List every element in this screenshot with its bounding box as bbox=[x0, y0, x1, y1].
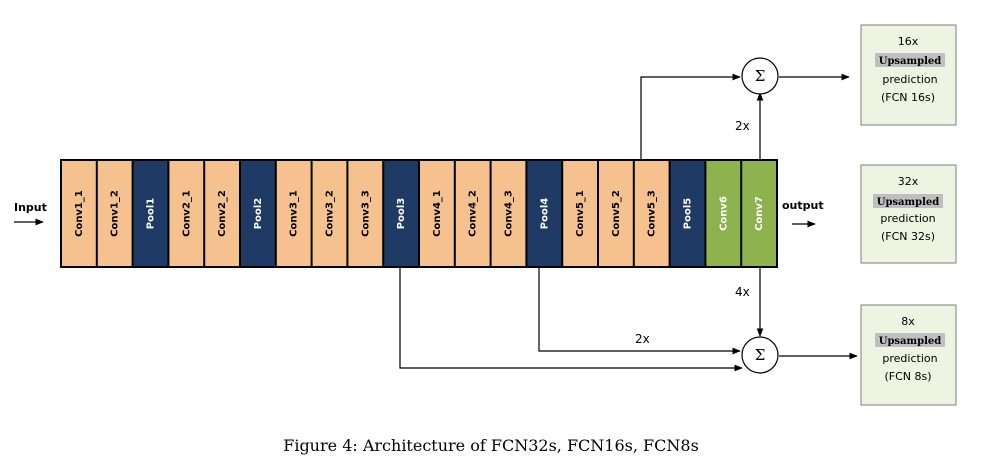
output-box-bg bbox=[860, 24, 957, 126]
fcn16-skip-wire bbox=[640, 73, 741, 160]
layer-label: Conv5_1 bbox=[575, 190, 586, 237]
layer-pool2: Pool2 bbox=[241, 161, 275, 266]
layer-block bbox=[706, 161, 741, 266]
layer-block bbox=[205, 161, 239, 266]
output-prediction: prediction bbox=[882, 73, 937, 86]
layer-label: Conv3_3 bbox=[360, 190, 371, 237]
layer-label: Conv1_2 bbox=[110, 190, 121, 237]
output-box-bg bbox=[860, 164, 957, 264]
sum-circle bbox=[741, 336, 779, 374]
layer-block bbox=[563, 161, 597, 266]
upsampled-highlight bbox=[875, 53, 945, 67]
layer-conv5-2: Conv5_2 bbox=[599, 161, 633, 266]
layer-block bbox=[276, 161, 311, 266]
layer-conv6: Conv6 bbox=[706, 161, 741, 266]
layer-label: Conv4_1 bbox=[432, 190, 443, 237]
fcn8-factor-top-label: 4x bbox=[735, 285, 750, 299]
layer-conv1-1: Conv1_1 bbox=[62, 161, 96, 266]
fcn8-pool4-wire bbox=[538, 267, 741, 355]
layer-label: Conv2_1 bbox=[181, 190, 192, 237]
layer-conv2-1: Conv2_1 bbox=[169, 161, 204, 266]
layer-label: Conv7 bbox=[754, 196, 765, 231]
layer-conv4-3: Conv4_3 bbox=[491, 161, 526, 266]
fcn8-pool3-wire bbox=[399, 267, 743, 372]
layer-conv5-1: Conv5_1 bbox=[563, 161, 597, 266]
output-prediction: prediction bbox=[880, 212, 935, 225]
fcn8-output-box: 8x Upsampled prediction (FCN 8s) bbox=[860, 304, 957, 406]
upsampled-highlight bbox=[875, 333, 945, 347]
layer-conv4-2: Conv4_2 bbox=[455, 161, 490, 266]
layer-conv1-2: Conv1_2 bbox=[97, 161, 132, 266]
layer-strip-border bbox=[60, 159, 778, 268]
layer-block bbox=[742, 161, 776, 266]
layer-block bbox=[634, 161, 669, 266]
layer-block bbox=[241, 161, 275, 266]
output-upsampled: Upsampled bbox=[879, 56, 942, 67]
output-factor: 8x bbox=[901, 315, 915, 328]
layer-block bbox=[348, 161, 383, 266]
fcn32-output-box: 32x Upsampled prediction (FCN 32s) bbox=[860, 164, 957, 264]
layer-block bbox=[420, 161, 454, 266]
sigma-icon: Σ bbox=[755, 346, 766, 364]
output-name: (FCN 32s) bbox=[881, 230, 935, 243]
output-box-bg bbox=[860, 304, 957, 406]
layer-label: Conv2_2 bbox=[217, 190, 228, 237]
layer-conv5-3: Conv5_3 bbox=[634, 161, 669, 266]
layer-block bbox=[62, 161, 96, 266]
fcn16-output-box: 16x Upsampled prediction (FCN 16s) bbox=[860, 24, 957, 126]
layer-block bbox=[97, 161, 132, 266]
layer-block bbox=[527, 161, 562, 266]
fcn16-sum-node: Σ bbox=[741, 57, 779, 95]
output-name: (FCN 8s) bbox=[884, 370, 931, 383]
layer-pool4: Pool4 bbox=[527, 161, 562, 266]
fcn8-pool4-factor-label: 2x bbox=[635, 332, 650, 346]
layer-block bbox=[133, 161, 168, 266]
layer-label: Conv1_1 bbox=[74, 190, 85, 237]
output-prediction: prediction bbox=[882, 352, 937, 365]
layer-label: Pool1 bbox=[146, 198, 157, 229]
sigma-icon: Σ bbox=[755, 67, 766, 85]
layer-conv2-2: Conv2_2 bbox=[205, 161, 239, 266]
layer-label: Conv5_2 bbox=[611, 190, 622, 237]
fcn8-sum-node: Σ bbox=[741, 336, 779, 374]
upsampled-highlight bbox=[873, 194, 943, 208]
layer-label: Conv3_1 bbox=[289, 190, 300, 237]
layer-label: Pool4 bbox=[539, 198, 550, 229]
layer-label: Pool5 bbox=[683, 198, 694, 229]
layer-block bbox=[491, 161, 526, 266]
layer-conv4-1: Conv4_1 bbox=[420, 161, 454, 266]
layer-pool5: Pool5 bbox=[670, 161, 705, 266]
output-factor: 16x bbox=[898, 35, 919, 48]
layer-block bbox=[169, 161, 204, 266]
output-factor: 32x bbox=[898, 175, 919, 188]
layer-label: Conv6 bbox=[718, 196, 729, 231]
layer-conv3-2: Conv3_2 bbox=[312, 161, 347, 266]
output-upsampled: Upsampled bbox=[877, 197, 940, 208]
layer-conv7: Conv7 bbox=[742, 161, 776, 266]
layer-label: Conv4_3 bbox=[504, 190, 515, 237]
layer-block bbox=[384, 161, 418, 266]
sum-circle bbox=[741, 57, 779, 95]
layer-conv3-3: Conv3_3 bbox=[348, 161, 383, 266]
output-label: output bbox=[782, 199, 824, 212]
layer-strip: Conv1_1 Conv1_2 Pool1 Conv2_1 Conv2_2 Pool2 Co… bbox=[60, 159, 778, 268]
fcn16-factor-label: 2x bbox=[735, 119, 750, 133]
layer-label: Conv5_3 bbox=[647, 190, 658, 237]
layer-label: Conv3_2 bbox=[325, 190, 336, 237]
layer-pool1: Pool1 bbox=[133, 161, 168, 266]
layer-block bbox=[312, 161, 347, 266]
layer-block bbox=[455, 161, 490, 266]
layer-block bbox=[599, 161, 633, 266]
layer-block bbox=[670, 161, 705, 266]
layer-pool3: Pool3 bbox=[384, 161, 418, 266]
layer-label: Conv4_2 bbox=[468, 190, 479, 237]
input-label: Input bbox=[14, 201, 47, 214]
layer-label: Pool3 bbox=[396, 198, 407, 229]
output-name: (FCN 16s) bbox=[881, 91, 935, 104]
figure-caption: Figure 4: Architecture of FCN32s, FCN16s… bbox=[283, 436, 699, 455]
output-upsampled: Upsampled bbox=[879, 336, 942, 347]
layer-label: Pool2 bbox=[253, 198, 264, 229]
layer-conv3-1: Conv3_1 bbox=[276, 161, 311, 266]
